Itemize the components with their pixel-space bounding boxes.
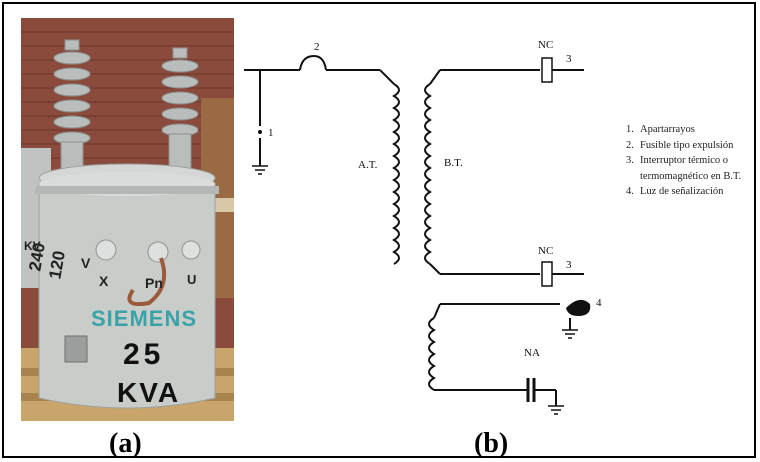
terminal-x-text: X <box>99 273 109 289</box>
legend-item: 1. Apartarrayos <box>626 122 758 138</box>
label-light-4: 4 <box>596 297 602 309</box>
voltage-bottom-text: 120 <box>45 249 69 280</box>
transformer-photo: 240 120 V KV X Pn U SIEMENS 25 KVA <box>21 18 234 421</box>
rating-value-text: 25 <box>123 338 164 371</box>
label-nc-bottom: NC <box>538 245 553 257</box>
legend-number: 3. <box>626 155 634 166</box>
legend-text: Luz de señalización <box>640 186 724 197</box>
voltage-unit-text: V <box>81 255 91 271</box>
label-low-voltage: B.T. <box>444 157 463 169</box>
legend-number: 1. <box>626 124 634 135</box>
terminal-pn-text: Pn <box>145 275 163 291</box>
label-high-voltage: A.T. <box>358 159 378 171</box>
rating-unit-text: KVA <box>117 377 180 408</box>
label-fuse-2: 2 <box>314 41 320 53</box>
legend-item: 2. Fusible tipo expulsión <box>626 138 758 154</box>
label-na: NA <box>524 347 540 359</box>
transformer-wiring-diagram: 2 1 A.T. B.T. NC 3 NC 3 4 NA <box>244 39 602 415</box>
legend-text: Fusible tipo expulsión <box>640 139 734 151</box>
legend-text: Interruptor térmico o termomagnético en … <box>640 155 742 182</box>
label-breaker-3-top: 3 <box>566 53 572 65</box>
legend: 1. Apartarrayos 2. Fusible tipo expulsió… <box>626 122 758 200</box>
legend-text: Apartarrayos <box>640 124 695 135</box>
terminal-u-text: U <box>187 272 196 287</box>
legend-item: 3. Interruptor térmico o termomagnético … <box>626 153 758 184</box>
label-arrester-1: 1 <box>268 127 274 139</box>
label-breaker-3-bottom: 3 <box>566 259 572 271</box>
label-nc-top: NC <box>538 39 553 51</box>
legend-item: 4. Luz de señalización <box>626 184 758 200</box>
side-letters-text: KV <box>24 239 41 253</box>
voltage-top-text: 240 <box>25 241 49 272</box>
legend-number: 4. <box>626 186 634 197</box>
caption-b: (b) <box>474 428 509 459</box>
legend-number: 2. <box>626 139 634 151</box>
caption-a: (a) <box>109 428 142 459</box>
brand-logo-text: SIEMENS <box>91 306 197 331</box>
